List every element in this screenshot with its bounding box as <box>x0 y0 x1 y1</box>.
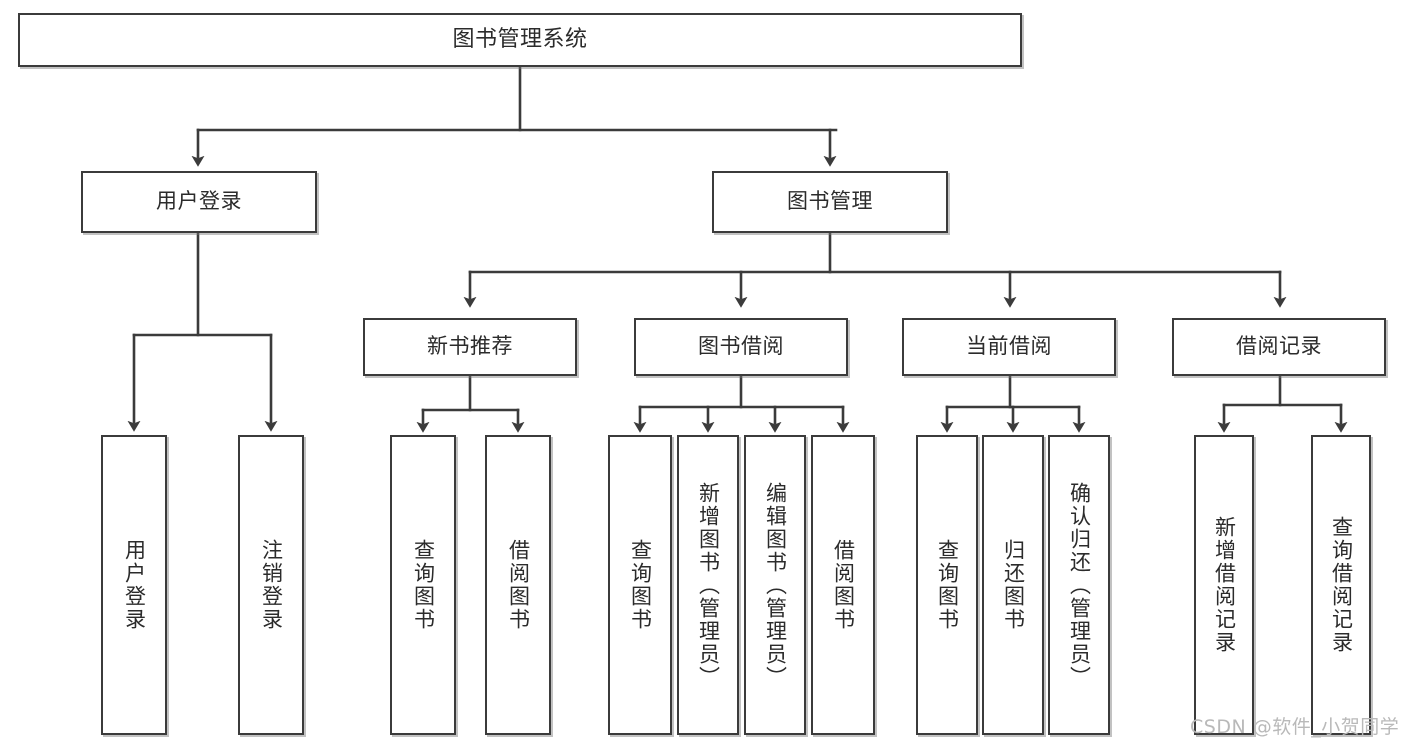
node-leaf-query-book-2-label: 查询图书 <box>628 539 653 631</box>
node-leaf-return-book[interactable]: 归还图书 <box>982 435 1044 735</box>
node-leaf-borrow-book-2[interactable]: 借阅图书 <box>811 435 875 735</box>
node-leaf-user-login[interactable]: 用户登录 <box>101 435 167 735</box>
node-leaf-query-book-2[interactable]: 查询图书 <box>608 435 672 735</box>
node-new-book-recommend[interactable]: 新书推荐 <box>363 318 577 376</box>
node-book-borrow-label: 图书借阅 <box>698 334 784 359</box>
node-leaf-query-book-1[interactable]: 查询图书 <box>390 435 456 735</box>
node-new-book-recommend-label: 新书推荐 <box>427 334 513 359</box>
node-user-login-label: 用户登录 <box>156 189 242 214</box>
node-book-manage-label: 图书管理 <box>787 189 873 214</box>
node-leaf-add-book[interactable]: 新增图书（管理员） <box>677 435 739 735</box>
node-root[interactable]: 图书管理系统 <box>18 13 1022 67</box>
node-borrow-record[interactable]: 借阅记录 <box>1172 318 1386 376</box>
node-current-borrow[interactable]: 当前借阅 <box>902 318 1116 376</box>
node-borrow-record-label: 借阅记录 <box>1236 334 1322 359</box>
node-leaf-user-login-label: 用户登录 <box>122 539 147 631</box>
node-leaf-add-record[interactable]: 新增借阅记录 <box>1194 435 1254 735</box>
node-leaf-query-record-label: 查询借阅记录 <box>1329 516 1354 654</box>
node-leaf-edit-book-label: 编辑图书（管理员） <box>763 481 788 689</box>
node-leaf-add-record-label: 新增借阅记录 <box>1212 516 1237 654</box>
node-leaf-return-book-label: 归还图书 <box>1001 539 1026 631</box>
node-book-borrow[interactable]: 图书借阅 <box>634 318 848 376</box>
node-root-label: 图书管理系统 <box>452 26 588 52</box>
node-leaf-borrow-book-2-label: 借阅图书 <box>831 539 856 631</box>
node-leaf-confirm-return[interactable]: 确认归还（管理员） <box>1048 435 1110 735</box>
node-leaf-confirm-return-label: 确认归还（管理员） <box>1067 481 1092 689</box>
node-leaf-logout-login[interactable]: 注销登录 <box>238 435 304 735</box>
node-leaf-query-book-3-label: 查询图书 <box>935 539 960 631</box>
node-leaf-query-book-1-label: 查询图书 <box>411 539 436 631</box>
watermark-text: CSDN @软件_小贺同学 <box>1190 716 1400 738</box>
node-leaf-edit-book[interactable]: 编辑图书（管理员） <box>744 435 806 735</box>
node-leaf-borrow-book-1-label: 借阅图书 <box>506 539 531 631</box>
node-leaf-add-book-label: 新增图书（管理员） <box>696 481 721 689</box>
node-leaf-query-book-3[interactable]: 查询图书 <box>916 435 978 735</box>
node-leaf-query-record[interactable]: 查询借阅记录 <box>1311 435 1371 735</box>
node-current-borrow-label: 当前借阅 <box>966 334 1052 359</box>
node-user-login[interactable]: 用户登录 <box>81 171 317 233</box>
node-leaf-borrow-book-1[interactable]: 借阅图书 <box>485 435 551 735</box>
node-leaf-logout-login-label: 注销登录 <box>259 539 284 631</box>
node-book-manage[interactable]: 图书管理 <box>712 171 948 233</box>
